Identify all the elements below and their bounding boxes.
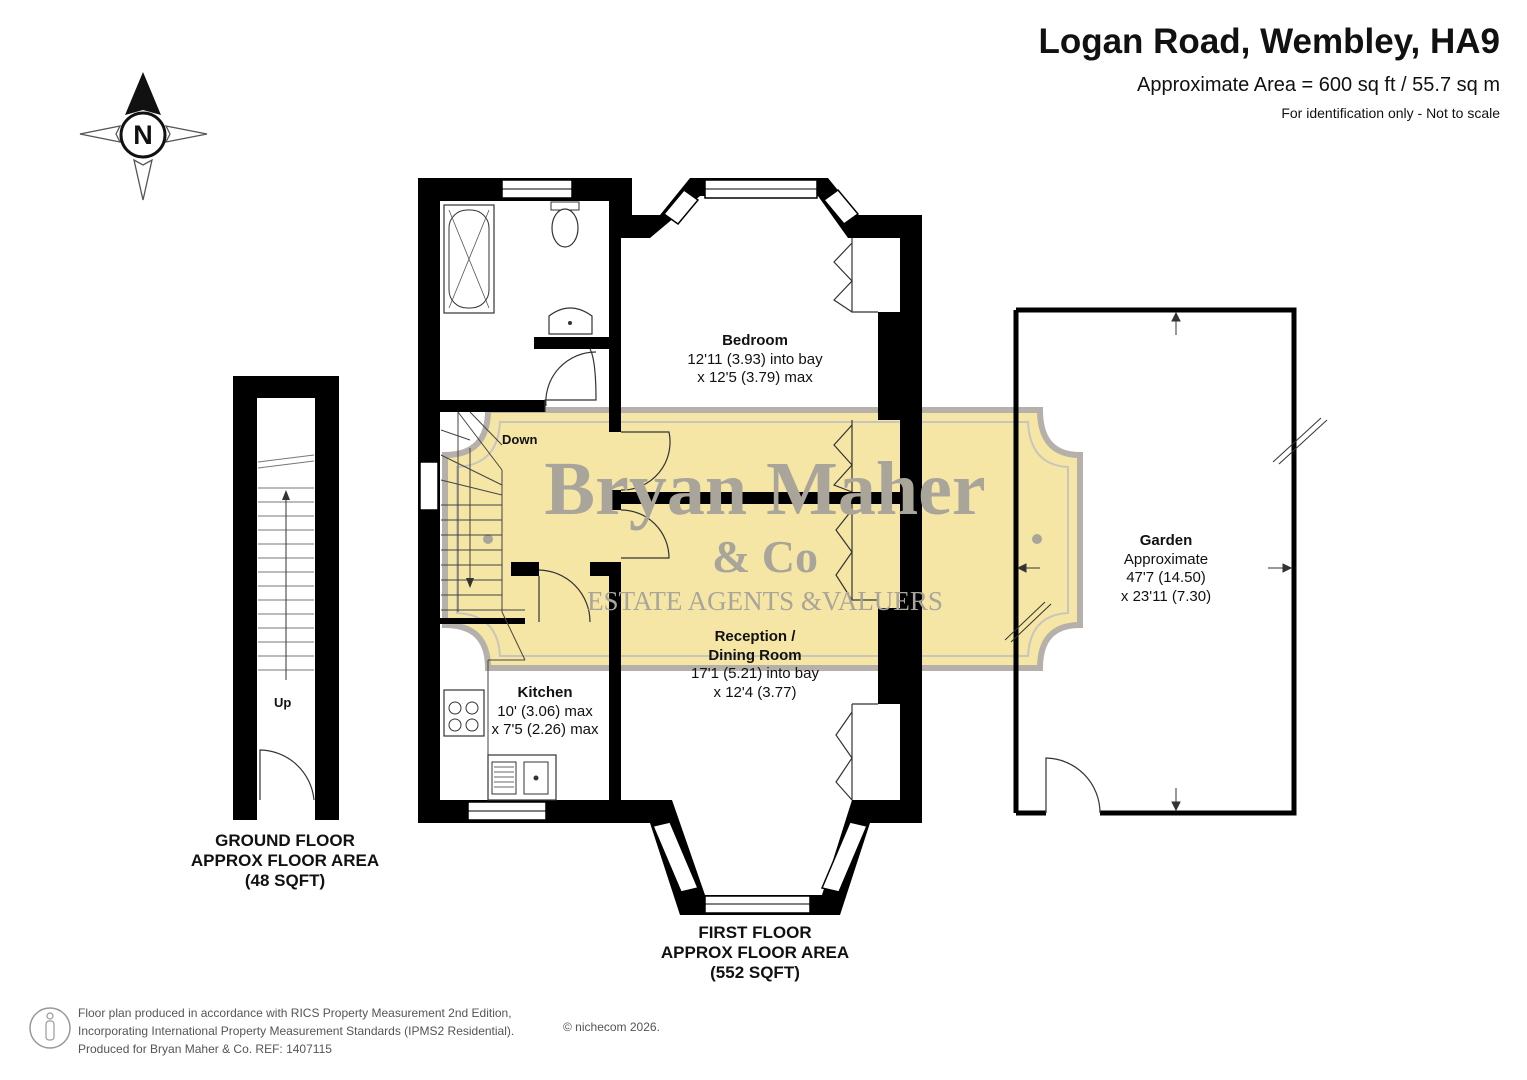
reception-label: Reception / Dining Room 17'1 (5.21) into… [650,628,860,702]
bedroom-label: Bedroom 12'11 (3.93) into bay x 12'5 (3.… [650,332,860,388]
kitchen-dim-2: x 7'5 (2.26) max [491,721,599,738]
bedroom-name: Bedroom [722,332,788,349]
footer-line-2: Incorporating International Property Mea… [78,1024,515,1038]
garden-dim-1: 47'7 (14.50) [1126,569,1206,586]
compass-letter: N [133,120,153,150]
watermark-co: & Co [711,531,819,582]
garden-label: Garden Approximate 47'7 (14.50) x 23'11 … [1090,532,1242,606]
reception-dim-2: x 12'4 (3.77) [713,683,797,701]
bedroom-dim-1: 12'11 (3.93) into bay [687,350,823,368]
stairs-up-label: Up [274,695,292,710]
watermark-tagline: ESTATE AGENTS &VALUERS [587,586,943,616]
footer-line-3: Produced for Bryan Maher & Co. REF: 1407… [78,1042,332,1056]
stairs-down-label: Down [502,432,538,447]
ground-floor-area-label: APPROX FLOOR AREA [190,851,380,870]
ground-floor-plan [233,376,339,820]
watermark-name: Bryan Maher [544,447,986,531]
reception-dim-1: 17'1 (5.21) into bay [691,665,819,682]
first-floor-area-label: APPROX FLOOR AREA [660,943,850,962]
bedroom-dim-2: x 12'5 (3.79) max [697,369,813,386]
person-icon [29,1007,71,1049]
garden-approx: Approximate [1123,550,1209,568]
approximate-area: Approximate Area = 600 sq ft / 55.7 sq m [1137,74,1500,96]
garden-dim-2: x 23'11 (7.30) [1120,587,1212,605]
kitchen-dim-1: 10' (3.06) max [497,702,593,720]
garden-plan [1004,307,1328,816]
ground-floor-title: GROUND FLOOR [215,831,355,850]
reception-name-1: Reception / [714,628,796,645]
copyright: © nichecom 2026. [563,1020,660,1034]
ground-floor-caption: GROUND FLOOR APPROX FLOOR AREA (48 SQFT) [160,831,410,891]
first-floor-area: (552 SQFT) [710,963,800,982]
scale-disclaimer: For identification only - Not to scale [1281,105,1500,121]
garden-name: Garden [1139,532,1193,549]
first-floor-title: FIRST FLOOR [698,923,812,942]
kitchen-name: Kitchen [517,684,573,701]
footer-line-1: Floor plan produced in accordance with R… [78,1006,512,1020]
first-floor-plan [418,178,922,915]
reception-name-2: Dining Room [708,646,802,664]
ground-floor-area: (48 SQFT) [244,871,326,890]
page-title: Logan Road, Wembley, HA9 [1038,22,1500,61]
compass-icon [79,72,208,201]
first-floor-caption: FIRST FLOOR APPROX FLOOR AREA (552 SQFT) [630,923,880,983]
kitchen-label: Kitchen 10' (3.06) max x 7'5 (2.26) max [480,684,610,740]
footer-notes: Floor plan produced in accordance with R… [78,1004,514,1058]
